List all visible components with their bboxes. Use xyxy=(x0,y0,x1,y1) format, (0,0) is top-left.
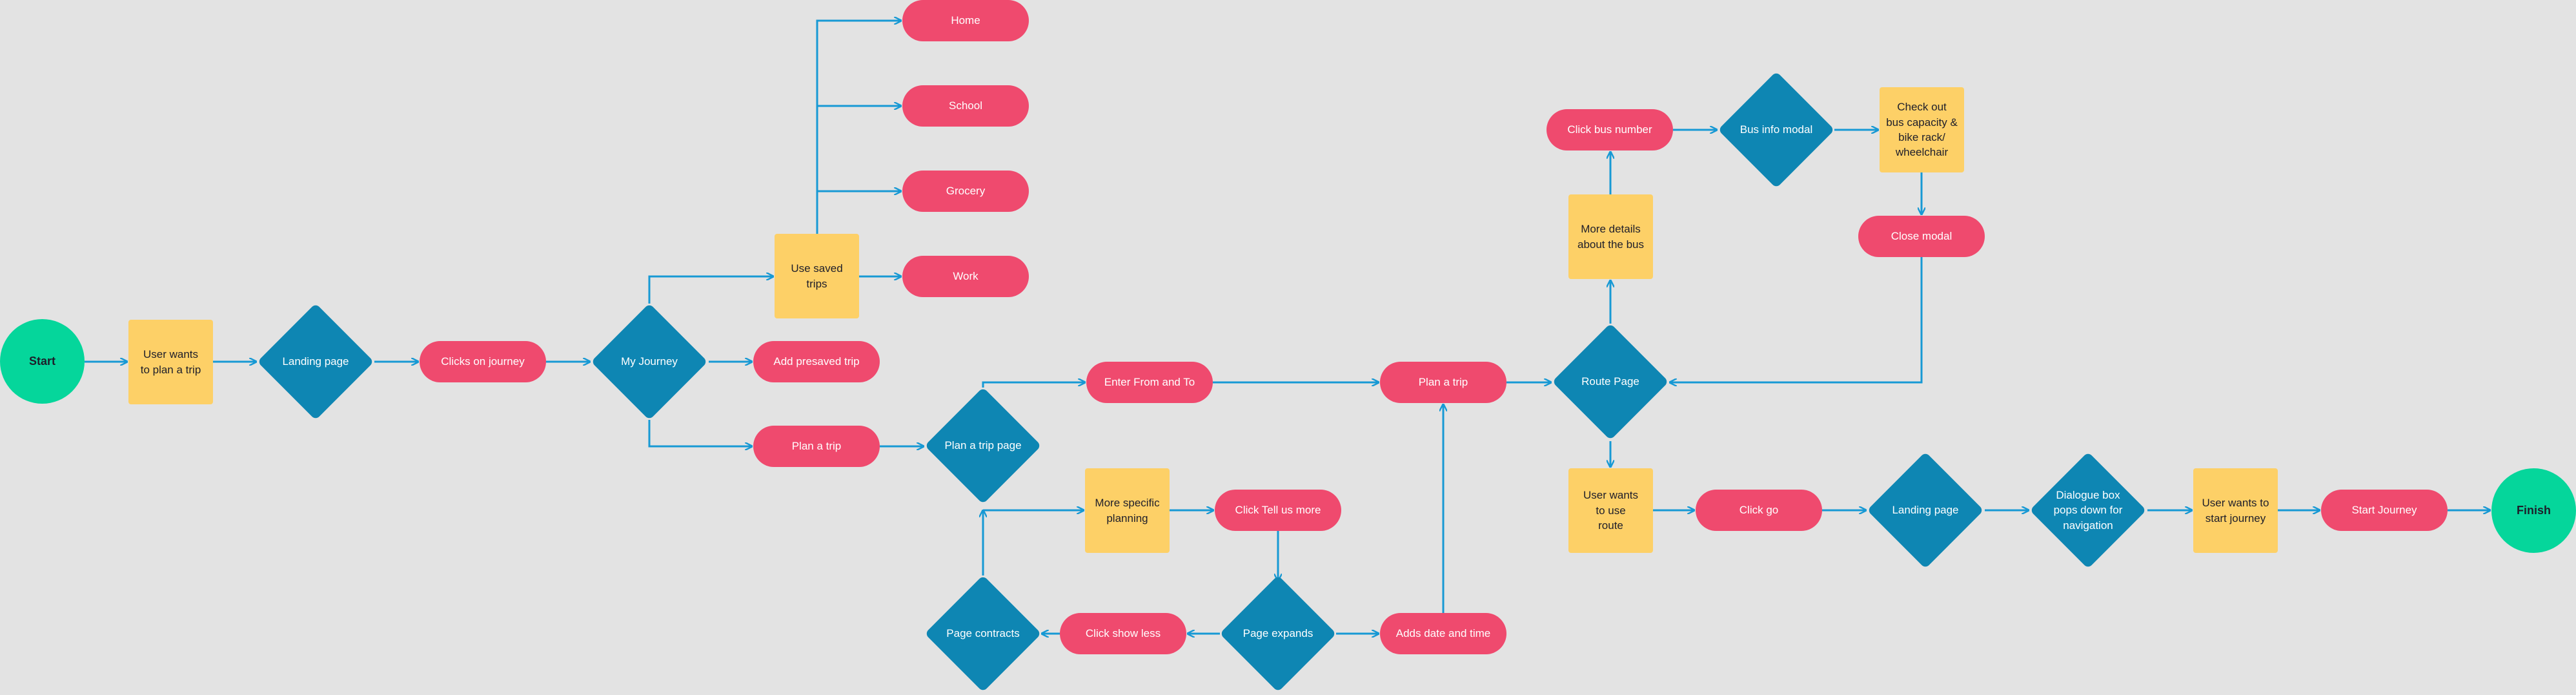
home-trip-step: Home xyxy=(902,0,1029,41)
page-contracts-label: Page contracts xyxy=(946,627,1020,640)
user-wants-plan-note: User wants to plan a trip xyxy=(128,320,213,404)
plan-a-trip-page-decision: Plan a trip page xyxy=(924,387,1042,504)
start-node: Start xyxy=(0,319,85,404)
planpage-to-enterfrom-arrow xyxy=(982,382,1085,388)
plan-a-trip-step-2: Plan a trip xyxy=(1380,362,1506,403)
page-expands-label: Page expands xyxy=(1242,627,1313,640)
start-journey-step: Start Journey xyxy=(2321,490,2448,531)
work-trip-step: Work xyxy=(902,256,1029,297)
page-expands-decision: Page expands xyxy=(1219,575,1337,692)
clicks-on-journey-step: Clicks on journey xyxy=(420,341,546,382)
dialogue-box-label: Dialogue box pops down for navigation xyxy=(2053,488,2123,532)
grocery-trip-step: Grocery xyxy=(902,171,1029,212)
more-specific-planning-note: More specific planning xyxy=(1085,468,1170,553)
add-presaved-trip-step: Add presaved trip xyxy=(753,341,880,382)
myjourney-to-plantrip-arrow xyxy=(648,420,752,446)
bus-info-modal-label: Bus info modal xyxy=(1739,123,1813,136)
adds-date-time-step: Adds date and time xyxy=(1380,613,1506,654)
user-wants-start-note: User wants to start journey xyxy=(2193,468,2278,553)
landing-page-2-label: Landing page xyxy=(1892,504,1959,517)
close-modal-step: Close modal xyxy=(1858,216,1985,257)
school-trip-step: School xyxy=(902,85,1029,127)
my-journey-decision: My Journey xyxy=(591,303,708,420)
enter-from-to-step: Enter From and To xyxy=(1086,362,1213,403)
click-go-step: Click go xyxy=(1696,490,1822,531)
close-to-route-arrow xyxy=(1670,257,1923,382)
use-saved-trips-note: Use saved trips xyxy=(775,234,859,318)
dialogue-box-decision: Dialogue box pops down for navigation xyxy=(2029,451,2147,569)
myjourney-to-saved-arrow xyxy=(648,276,773,304)
plan-a-trip-page-label: Plan a trip page xyxy=(944,439,1022,452)
user-wants-route-note: User wants to use route xyxy=(1568,468,1653,553)
more-details-bus-note: More details about the bus xyxy=(1568,194,1653,279)
my-journey-label: My Journey xyxy=(621,355,678,368)
route-page-label: Route Page xyxy=(1581,375,1639,388)
check-out-bus-note: Check out bus capacity & bike rack/ whee… xyxy=(1880,87,1964,172)
page-contracts-decision: Page contracts xyxy=(924,575,1042,692)
bus-info-modal-decision: Bus info modal xyxy=(1718,71,1835,189)
landing-page-2-decision: Landing page xyxy=(1867,451,1984,569)
click-show-less-step: Click show less xyxy=(1060,613,1186,654)
plan-a-trip-step-1: Plan a trip xyxy=(753,426,880,467)
landing-page-1-label: Landing page xyxy=(282,355,349,368)
landing-page-1-decision: Landing page xyxy=(257,303,374,420)
saved-to-home-arrow xyxy=(816,21,901,234)
click-bus-number-step: Click bus number xyxy=(1547,109,1673,150)
route-page-decision: Route Page xyxy=(1552,323,1669,441)
finish-node: Finish xyxy=(2491,468,2576,553)
click-tell-us-more-step: Click Tell us more xyxy=(1215,490,1341,531)
